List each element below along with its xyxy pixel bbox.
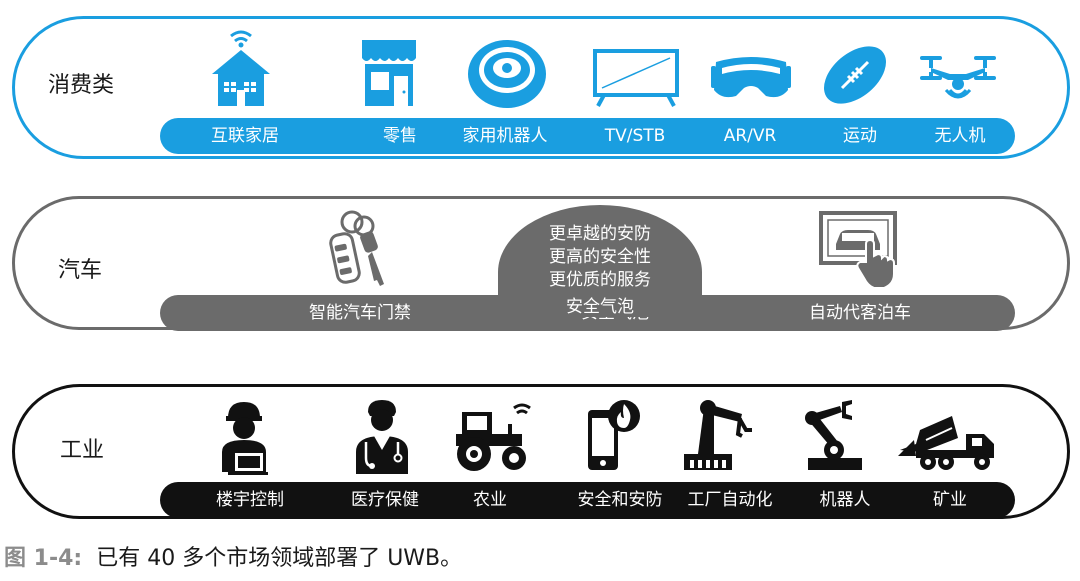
industrial-item-label: 机器人 xyxy=(819,490,871,510)
vr-headset-icon xyxy=(710,52,792,104)
automotive-row-label: 汽车 xyxy=(58,258,103,283)
dump-truck-icon xyxy=(896,410,1002,472)
industrial-item-label: 矿业 xyxy=(933,490,967,510)
car-key-icon xyxy=(322,208,392,290)
figure-caption-text: 已有 40 多个市场领域部署了 UWB。 xyxy=(96,546,463,571)
consumer-item-label: 家用机器人 xyxy=(462,126,548,146)
industrial-item-label: 农业 xyxy=(473,490,507,510)
industrial-item-label: 医疗保健 xyxy=(351,490,419,510)
robot-vacuum-icon xyxy=(466,38,548,110)
safety-bubble: 更卓越的安防 更高的安全性 更优质的服务 安全气泡 xyxy=(498,205,702,317)
consumer-item-label: 互联家居 xyxy=(211,126,279,146)
consumer-item-label: 无人机 xyxy=(934,126,986,146)
safety-bubble-line: 更卓越的安防 xyxy=(549,224,651,244)
industrial-row-label: 工业 xyxy=(60,438,105,463)
consumer-item-label: TV/STB xyxy=(604,126,666,146)
safety-bubble-line: 更高的安全性 xyxy=(549,247,651,267)
football-icon xyxy=(822,42,888,108)
safety-bubble-line: 更优质的服务 xyxy=(549,270,651,290)
smart-home-icon xyxy=(210,26,272,108)
industrial-item-label: 工厂自动化 xyxy=(687,490,773,510)
phone-alert-icon xyxy=(584,398,646,474)
figure-number: 图 1-4: xyxy=(4,546,83,571)
figure-caption: 图 1-4: 已有 40 多个市场领域部署了 UWB。 xyxy=(4,540,462,572)
consumer-item-label: AR/VR xyxy=(723,126,777,146)
building-operator-icon xyxy=(214,396,274,476)
safety-bubble-label: 安全气泡 xyxy=(566,297,634,317)
automotive-item-label: 智能汽车门禁 xyxy=(309,303,411,323)
consumer-item-label: 运动 xyxy=(843,126,877,146)
consumer-row-label: 消费类 xyxy=(48,73,115,98)
parking-screen-icon xyxy=(818,210,902,290)
consumer-item-label: 零售 xyxy=(383,126,417,146)
industrial-item-label: 楼宇控制 xyxy=(216,490,284,510)
consumer-bar: 互联家居 零售 家用机器人 TV/STB AR/VR 运动 无人机 xyxy=(160,118,1015,154)
robot-arm-icon xyxy=(798,396,868,472)
store-icon xyxy=(360,38,418,108)
industrial-bar: 楼宇控制 医疗保健 农业 安全和安防 工厂自动化 机器人 矿业 xyxy=(160,482,1015,518)
automotive-item-label: 自动代客泊车 xyxy=(809,303,911,323)
drone-icon xyxy=(916,50,1000,106)
industrial-robot-arm-icon xyxy=(680,396,760,472)
doctor-icon xyxy=(352,396,412,476)
tractor-icon xyxy=(452,402,538,472)
industrial-item-label: 安全和安防 xyxy=(577,490,663,510)
tv-icon xyxy=(592,48,680,108)
